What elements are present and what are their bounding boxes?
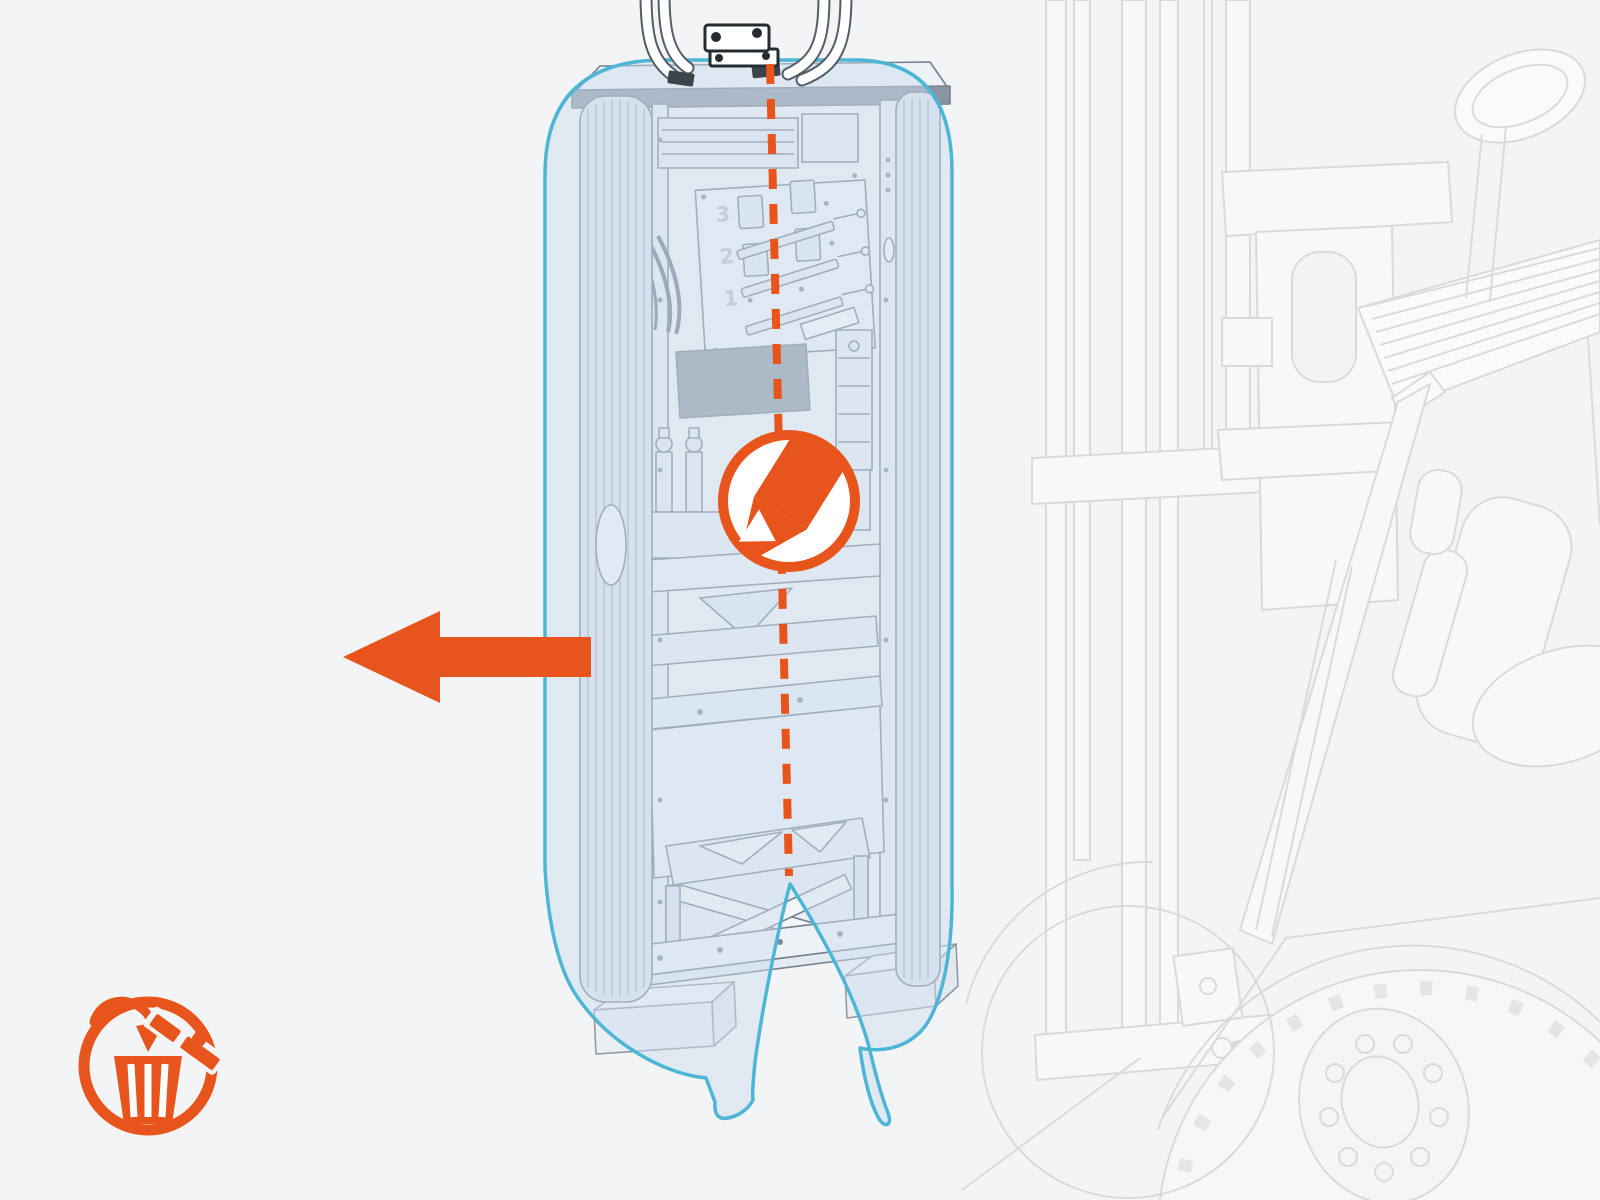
remove-direction-arrow-icon (343, 611, 591, 703)
protective-bag (543, 58, 954, 1127)
knife-blade (737, 496, 807, 569)
lifting-straps (639, 0, 853, 87)
cut-line-dashed (766, 63, 793, 877)
forklift-illustration (961, 0, 1600, 1200)
dispose-packaging-icon (78, 996, 226, 1136)
lifting-bracket (703, 23, 780, 68)
discarded-knife (143, 1006, 226, 1075)
